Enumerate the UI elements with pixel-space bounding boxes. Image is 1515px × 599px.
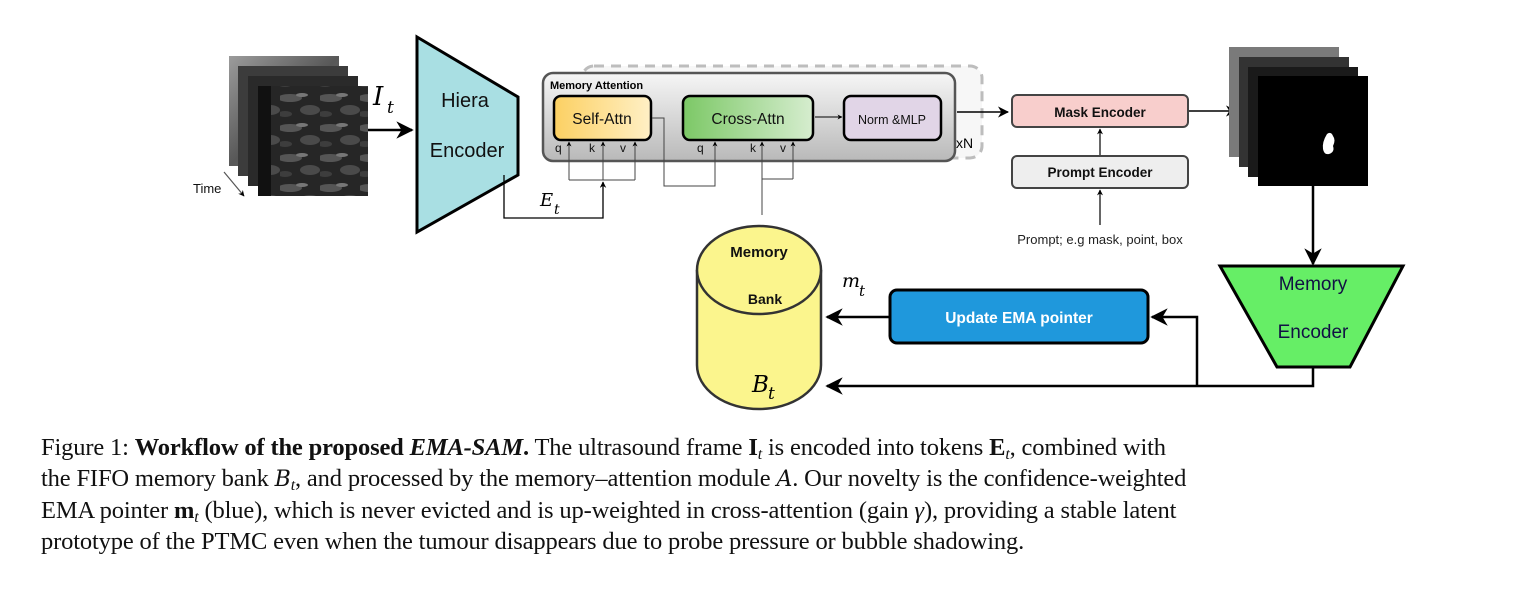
svg-text:Memory: Memory bbox=[1279, 274, 1348, 295]
svg-text:k: k bbox=[589, 141, 596, 155]
memory-bank: Memory Bank B t bbox=[695, 224, 823, 411]
frame-input-label: I t bbox=[372, 82, 394, 118]
math-symbol-I: I bbox=[748, 434, 758, 461]
self-attn-block: Self-Attn bbox=[552, 94, 653, 142]
svg-text:v: v bbox=[620, 141, 626, 155]
time-arrow bbox=[223, 171, 245, 197]
math-symbol-E: E bbox=[989, 434, 1006, 461]
update-ema-pointer-block: Update EMA pointer bbox=[888, 288, 1150, 345]
self-to-cross-connector bbox=[652, 117, 718, 187]
caption-line-1: Figure 1: Workflow of the proposed EMA-S… bbox=[41, 432, 1481, 463]
svg-text:Self-Attn: Self-Attn bbox=[572, 111, 631, 128]
math-symbol-m: m bbox=[173, 497, 195, 524]
caption-text: is encoded into tokens bbox=[762, 434, 990, 461]
time-label: Time bbox=[193, 181, 221, 196]
math-symbol-A: A bbox=[776, 467, 793, 492]
svg-text:Memory: Memory bbox=[730, 244, 788, 261]
norm-mlp-block: Norm &MLP bbox=[842, 94, 943, 142]
ultrasound-frame-stack bbox=[229, 56, 368, 196]
memory-encoder: Memory Encoder bbox=[1217, 264, 1406, 369]
svg-text:Hiera: Hiera bbox=[441, 90, 490, 112]
svg-text:E: E bbox=[539, 190, 553, 211]
svg-text:t: t bbox=[768, 384, 775, 404]
caption-line-2: the FIFO memory bank Bt, and processed b… bbox=[41, 463, 1481, 495]
method-name: EMA-SAM bbox=[409, 434, 523, 461]
self-attn-qkv-wiring bbox=[566, 141, 638, 181]
caption-text: ), providing a stable latent bbox=[923, 497, 1177, 524]
prompt-encoder: Prompt Encoder bbox=[1011, 155, 1189, 189]
embedding-label: E t bbox=[539, 190, 560, 218]
repeat-label: xN bbox=[956, 135, 973, 151]
caption-title: Workflow of the proposed bbox=[134, 434, 410, 461]
svg-text:Norm &MLP: Norm &MLP bbox=[858, 113, 926, 127]
math-symbol-gamma: γ bbox=[914, 497, 924, 524]
svg-text:Mask Encoder: Mask Encoder bbox=[1054, 105, 1146, 120]
mask-encoder: Mask Encoder bbox=[1011, 94, 1189, 128]
memory-attention-title: Memory Attention bbox=[550, 80, 643, 92]
caption-text: EMA pointer bbox=[41, 497, 174, 524]
output-mask-stack bbox=[1229, 47, 1368, 186]
ema-pointer-label: m t bbox=[842, 270, 866, 300]
svg-text:Encoder: Encoder bbox=[1278, 322, 1349, 343]
workflow-diagram: Time I t Hiera Encoder E t Memory Attent… bbox=[193, 34, 1406, 411]
figure-caption: Figure 1: Workflow of the proposed EMA-S… bbox=[41, 432, 1481, 557]
caption-line-4: prototype of the PTMC even when the tumo… bbox=[41, 526, 1481, 557]
svg-text:Encoder: Encoder bbox=[430, 140, 505, 162]
math-subscript: t bbox=[757, 446, 763, 463]
math-subscript: t bbox=[290, 477, 295, 494]
svg-text:I: I bbox=[372, 82, 384, 112]
svg-text:Prompt Encoder: Prompt Encoder bbox=[1047, 165, 1153, 180]
cross-attn-block: Cross-Attn bbox=[681, 94, 815, 142]
prompt-caption: Prompt; e.g mask, point, box bbox=[1017, 232, 1183, 247]
svg-text:q: q bbox=[697, 141, 704, 155]
tumour-mask-blob bbox=[1322, 132, 1335, 155]
math-subscript: t bbox=[1005, 446, 1010, 463]
caption-text: prototype of the PTMC even when the tumo… bbox=[41, 528, 1025, 555]
cross-attn-ports: q k v bbox=[697, 141, 786, 155]
caption-text: , combined with bbox=[1009, 434, 1166, 461]
figure-number: Figure 1: bbox=[41, 434, 135, 461]
caption-text: (blue), which is never evicted and is up… bbox=[198, 497, 915, 524]
caption-text: . Our novelty is the confidence-weighted bbox=[792, 465, 1187, 492]
hiera-encoder: Hiera Encoder bbox=[415, 34, 520, 235]
svg-text:B: B bbox=[751, 372, 769, 398]
memory-to-cross-wiring bbox=[759, 141, 796, 215]
svg-text:k: k bbox=[750, 141, 757, 155]
svg-text:m: m bbox=[842, 270, 860, 292]
caption-line-3: EMA pointer mt (blue), which is never ev… bbox=[41, 495, 1481, 526]
math-subscript: t bbox=[194, 509, 199, 526]
svg-text:Update EMA pointer: Update EMA pointer bbox=[945, 310, 1093, 327]
math-symbol-B: B bbox=[274, 467, 291, 492]
encoder-to-ema-connector bbox=[1150, 308, 1199, 386]
caption-text: the FIFO memory bank bbox=[41, 465, 275, 492]
self-attn-ports: q k v bbox=[555, 141, 626, 155]
svg-text:t: t bbox=[859, 282, 866, 300]
svg-text:t: t bbox=[387, 98, 394, 118]
caption-text: The ultrasound frame bbox=[528, 434, 749, 461]
caption-text: , and processed by the memory–attention … bbox=[294, 465, 777, 492]
svg-text:t: t bbox=[554, 202, 560, 218]
caption-title-period: . bbox=[522, 434, 529, 461]
svg-text:Cross-Attn: Cross-Attn bbox=[711, 111, 784, 128]
svg-text:v: v bbox=[780, 141, 786, 155]
svg-text:q: q bbox=[555, 141, 562, 155]
svg-text:Bank: Bank bbox=[748, 291, 782, 307]
embedding-connector bbox=[503, 175, 607, 219]
encoder-to-bank-connector bbox=[825, 367, 1315, 395]
